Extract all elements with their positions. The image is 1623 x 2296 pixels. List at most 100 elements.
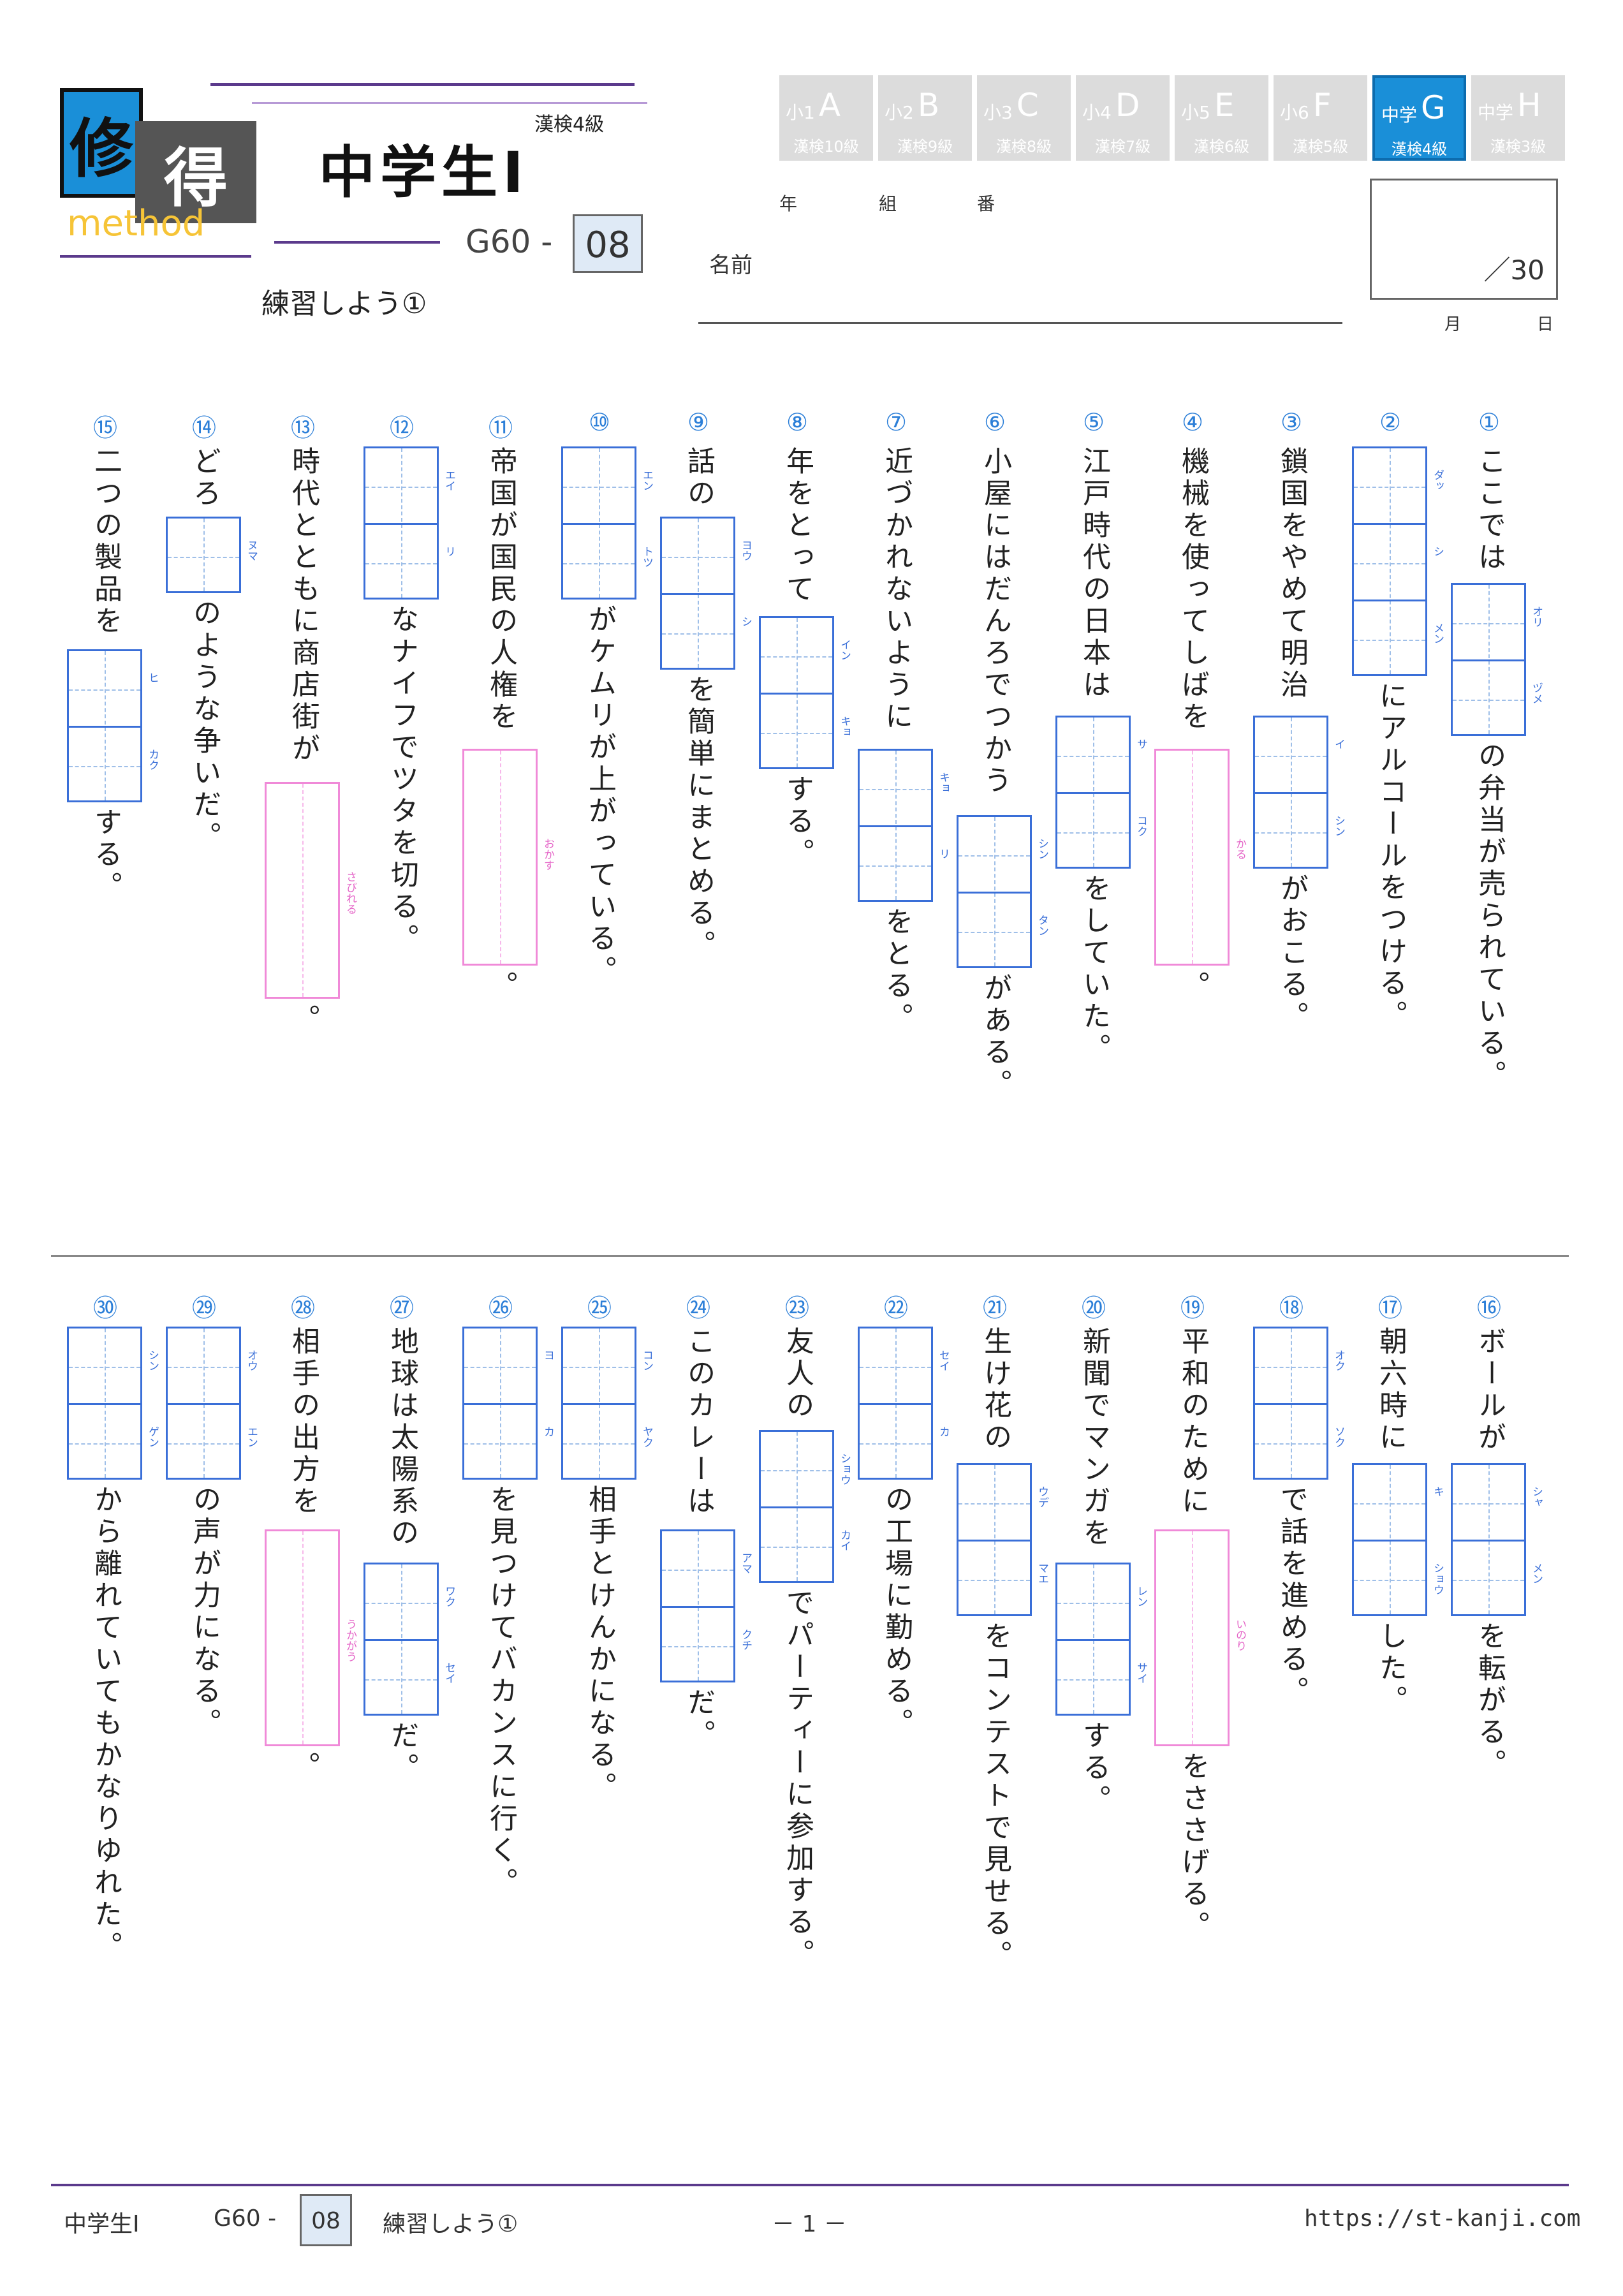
ruby-hint: ワク xyxy=(443,1586,455,1607)
question-text: 機械を使ってしばを xyxy=(1177,446,1209,733)
answer-box-kunyomi[interactable] xyxy=(265,1529,340,1746)
code-number: 08 xyxy=(573,214,643,273)
logo-subtext: method xyxy=(67,203,205,244)
answer-box[interactable] xyxy=(166,517,241,593)
guide-line xyxy=(1057,832,1129,834)
guide-line xyxy=(860,1367,931,1368)
cell-divider xyxy=(1354,1540,1425,1542)
answer-box[interactable] xyxy=(1055,716,1131,869)
question-text: する。 xyxy=(1078,1721,1110,1816)
guide-line xyxy=(662,633,733,635)
ruby-hint: セイ xyxy=(937,1350,950,1371)
question-number: ⑦ xyxy=(885,408,907,436)
cell-divider xyxy=(761,1506,832,1508)
guide-line xyxy=(860,865,931,867)
cell-divider xyxy=(464,1403,536,1405)
question-number: ⑥ xyxy=(983,408,1006,436)
ruby-hint: リ xyxy=(443,546,455,557)
question-number: ⑭ xyxy=(191,414,216,442)
answer-box[interactable] xyxy=(1451,1463,1526,1616)
question-number: ㉖ xyxy=(488,1294,513,1322)
footer-page: － 1 － xyxy=(772,2211,847,2237)
answer-box[interactable] xyxy=(1253,1327,1328,1480)
grade-tab-letter: F xyxy=(1312,87,1332,124)
question-text: で話を進める。 xyxy=(1275,1485,1308,1708)
name-field[interactable] xyxy=(698,322,1342,324)
ruby-hint: かる xyxy=(1233,838,1246,860)
answer-box-kunyomi[interactable] xyxy=(1154,1529,1230,1746)
question-text: このカレーは xyxy=(682,1327,715,1518)
answer-box[interactable] xyxy=(1352,1463,1427,1616)
logo-char-1: 修 xyxy=(60,88,143,198)
answer-box-kunyomi[interactable] xyxy=(265,782,340,999)
answer-box[interactable] xyxy=(462,1327,538,1480)
ruby-hint: トツ xyxy=(640,546,653,568)
grade-tab-letter: C xyxy=(1016,87,1039,124)
answer-box[interactable] xyxy=(759,616,834,769)
answer-box[interactable] xyxy=(660,517,735,670)
answer-box[interactable] xyxy=(1055,1563,1131,1716)
question-text: を見つけてバカンスに行く。 xyxy=(485,1485,517,1899)
ruby-hint: イ xyxy=(1332,739,1345,749)
ruby-hint: イン xyxy=(838,639,851,661)
guide-line xyxy=(168,1367,239,1368)
answer-box-kunyomi[interactable] xyxy=(1154,749,1230,966)
guide-line xyxy=(203,519,205,591)
answer-box[interactable] xyxy=(67,1327,142,1480)
answer-box[interactable] xyxy=(1451,583,1526,736)
answer-box[interactable] xyxy=(1352,446,1427,676)
score-box[interactable]: ／30 xyxy=(1370,179,1558,300)
answer-box[interactable] xyxy=(660,1529,735,1682)
cell-divider xyxy=(365,523,437,525)
answer-box[interactable] xyxy=(858,1327,933,1480)
answer-box[interactable] xyxy=(561,1327,636,1480)
answer-box[interactable] xyxy=(166,1327,241,1480)
guide-line xyxy=(69,689,140,691)
title-top-line xyxy=(210,83,635,86)
question-text: にアルコールをつける。 xyxy=(1374,681,1407,1032)
guide-line xyxy=(365,1679,437,1681)
ruby-hint: いのり xyxy=(1233,1619,1246,1651)
footer-line xyxy=(51,2184,1569,2186)
cell-divider xyxy=(662,593,733,595)
guide-line xyxy=(464,1367,536,1368)
grade-tab-level: 漢検7級 xyxy=(1094,138,1151,156)
answer-box[interactable] xyxy=(858,749,933,902)
guide-line xyxy=(1354,1580,1425,1581)
guide-line xyxy=(860,1443,931,1445)
question-number: ⑯ xyxy=(1476,1294,1501,1322)
cell-divider xyxy=(1354,600,1425,601)
answer-box[interactable] xyxy=(957,815,1032,968)
question-text: 年をとって xyxy=(781,446,814,606)
question-number: ㉓ xyxy=(784,1294,809,1322)
ruby-hint: マエ xyxy=(1036,1563,1048,1584)
answer-box[interactable] xyxy=(957,1463,1032,1616)
answer-box[interactable] xyxy=(759,1430,834,1583)
question-text: なナイフでツタを切る。 xyxy=(386,605,418,955)
answer-box-kunyomi[interactable] xyxy=(462,749,538,966)
answer-box[interactable] xyxy=(561,446,636,600)
answer-box[interactable] xyxy=(67,649,142,802)
answer-box[interactable] xyxy=(364,1563,439,1716)
answer-box[interactable] xyxy=(1253,716,1328,869)
question-text: 。 xyxy=(287,1751,319,1783)
footer-url[interactable]: https://st-kanji.com xyxy=(1304,2205,1581,2232)
question-number: ⑲ xyxy=(1180,1294,1205,1322)
answer-box[interactable] xyxy=(364,446,439,600)
footer-code-number: 08 xyxy=(300,2194,352,2246)
question-text: 友人の xyxy=(781,1327,814,1422)
cell-divider xyxy=(958,892,1030,894)
ruby-hint: ゲン xyxy=(146,1426,159,1448)
question-text: でパーティーに参加する。 xyxy=(781,1588,814,1971)
